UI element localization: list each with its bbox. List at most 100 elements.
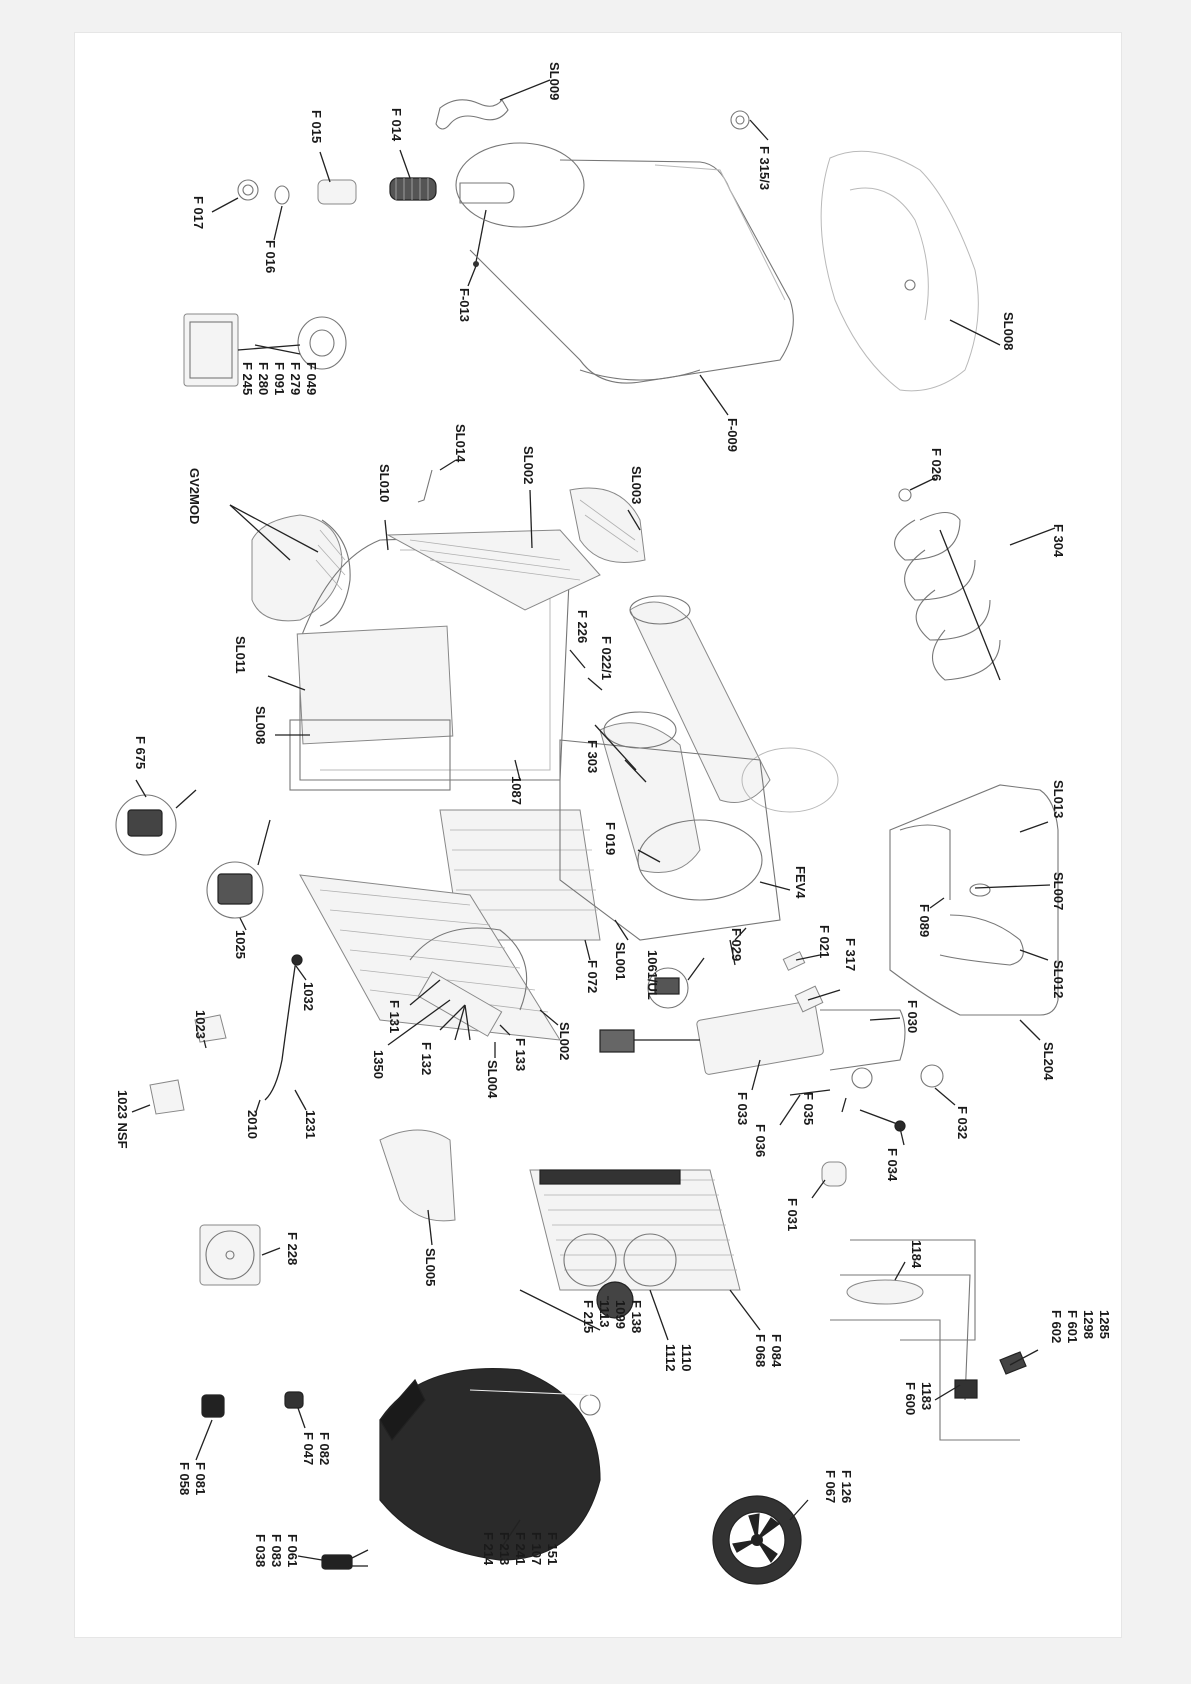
label-f009: F-009: [725, 418, 740, 452]
label-f089: F 089: [917, 904, 932, 937]
relay-illustration: [115, 789, 197, 856]
label-sl001: SL001: [613, 942, 628, 980]
label-fev4: FEV4: [793, 866, 808, 899]
foot-nsf-illustration: [149, 1079, 185, 1115]
label-1025: 1025: [233, 930, 248, 959]
label-1032: 1032: [301, 982, 316, 1011]
label-f013: F-013: [457, 288, 472, 322]
label-1087: 1087: [509, 776, 524, 805]
label-sl012: SL012: [1051, 960, 1066, 998]
part-labels: SL009 F 315/3 F 015 F 014 F 017 F 016 F-…: [115, 62, 1112, 1567]
power-cable-illustration: [264, 959, 297, 1101]
bowl-illustration: [455, 142, 794, 384]
foot-illustration: [194, 1014, 227, 1043]
label-f072: F 072: [585, 960, 600, 993]
leader-lines: [131, 79, 1056, 1561]
label-f067: F 067: [823, 1470, 838, 1503]
label-f083: F 083: [269, 1534, 284, 1567]
probe-illustration: [417, 469, 433, 503]
label-1298: 1298: [1081, 1310, 1096, 1339]
label-f021: F 021: [817, 925, 832, 958]
auger-illustration: [894, 488, 1001, 681]
label-sl002-top: SL002: [521, 446, 536, 484]
label-f132: F 132: [419, 1042, 434, 1075]
condenser-illustration: [519, 1169, 741, 1331]
label-sl008-top: SL008: [1001, 312, 1016, 350]
label-f084: F 084: [769, 1334, 784, 1368]
label-f133: F 133: [513, 1038, 528, 1071]
label-f241: F 241: [513, 1532, 528, 1565]
label-f602: F 602: [1049, 1310, 1064, 1343]
front-grille-illustration: [299, 874, 561, 1041]
label-f031: F 031: [785, 1198, 800, 1231]
machine-frame-illustration: [289, 487, 839, 941]
label-f675: F 675: [133, 736, 148, 769]
sensor-illustration: [647, 957, 705, 1009]
label-f049: F 049: [304, 362, 319, 395]
label-f033: F 033: [735, 1092, 750, 1125]
label-f126: F 126: [839, 1470, 854, 1503]
splash-guard-illustration: [379, 1129, 456, 1222]
label-f304: F 304: [1051, 524, 1066, 558]
label-f034: F 034: [885, 1148, 900, 1182]
label-f107: F 107: [529, 1532, 544, 1565]
refrigerant-piping-illustration: [830, 1239, 1027, 1441]
label-1099: 1099: [613, 1300, 628, 1329]
label-sl004: SL004: [485, 1060, 500, 1099]
label-1350: 1350: [371, 1050, 386, 1079]
label-f022-1: F 022/1: [599, 636, 614, 680]
fan-illustration: [712, 1495, 802, 1585]
label-1061ul: 1061/UL: [645, 950, 660, 1000]
label-f047: F 047: [301, 1432, 316, 1465]
label-1231: 1231: [303, 1110, 318, 1139]
timer-illustration: [199, 1224, 261, 1286]
label-sl011: SL011: [233, 636, 248, 674]
label-f131: F 131: [387, 1000, 402, 1033]
label-f138: F 138: [629, 1300, 644, 1333]
label-sl002-bot: SL002: [557, 1022, 572, 1060]
label-f026: F 026: [929, 448, 944, 481]
label-f019: F 019: [603, 822, 618, 855]
label-1023: 1023: [193, 1010, 208, 1039]
label-f032: F 032: [955, 1106, 970, 1139]
label-f601: F 601: [1065, 1310, 1080, 1343]
label-f228: F 228: [285, 1232, 300, 1265]
label-f082: F 082: [317, 1432, 332, 1465]
label-f068: F 068: [753, 1334, 768, 1367]
label-sl013: SL013: [1051, 780, 1066, 818]
label-f017: F 017: [191, 196, 206, 229]
label-2010: 2010: [245, 1110, 260, 1139]
gearmotor-illustration: [251, 514, 351, 627]
label-f214: F 214: [481, 1532, 496, 1566]
part-illustrations: [115, 99, 1059, 1585]
capacitor-illustration: [321, 1554, 353, 1570]
label-f280: F 280: [256, 362, 271, 395]
label-f600: F 600: [903, 1382, 918, 1415]
label-1112: 1112: [663, 1344, 678, 1372]
valve-block-illustration: [599, 951, 944, 1132]
label-sl014: SL014: [453, 424, 468, 463]
label-f016: F 016: [263, 240, 278, 273]
label-f303: F 303: [585, 740, 600, 773]
label-1285: 1285: [1097, 1310, 1112, 1339]
label-f081: F 081: [193, 1462, 208, 1495]
drawing-sheet: [74, 32, 1122, 1638]
thermostat-illustration: [206, 819, 271, 919]
label-f030: F 030: [905, 1000, 920, 1033]
label-f035: F 035: [801, 1092, 816, 1125]
label-f036: F 036: [753, 1124, 768, 1157]
label-1023nsf: 1023 NSF: [115, 1090, 130, 1149]
transformer-illustration: [183, 313, 347, 387]
label-f317: F 317: [843, 938, 858, 971]
label-f091: F 091: [272, 362, 287, 395]
lid-illustration: [820, 150, 979, 392]
label-f014: F 014: [389, 108, 404, 142]
label-1183: 1183: [919, 1382, 934, 1410]
label-sl005: SL005: [423, 1248, 438, 1286]
label-f279: F 279: [288, 362, 303, 395]
rubber-foot-illustration: [201, 1394, 225, 1418]
tap-parts-illustration: [237, 177, 515, 267]
bowl-clip-illustration: [435, 99, 509, 130]
label-sl007: SL007: [1051, 872, 1066, 910]
